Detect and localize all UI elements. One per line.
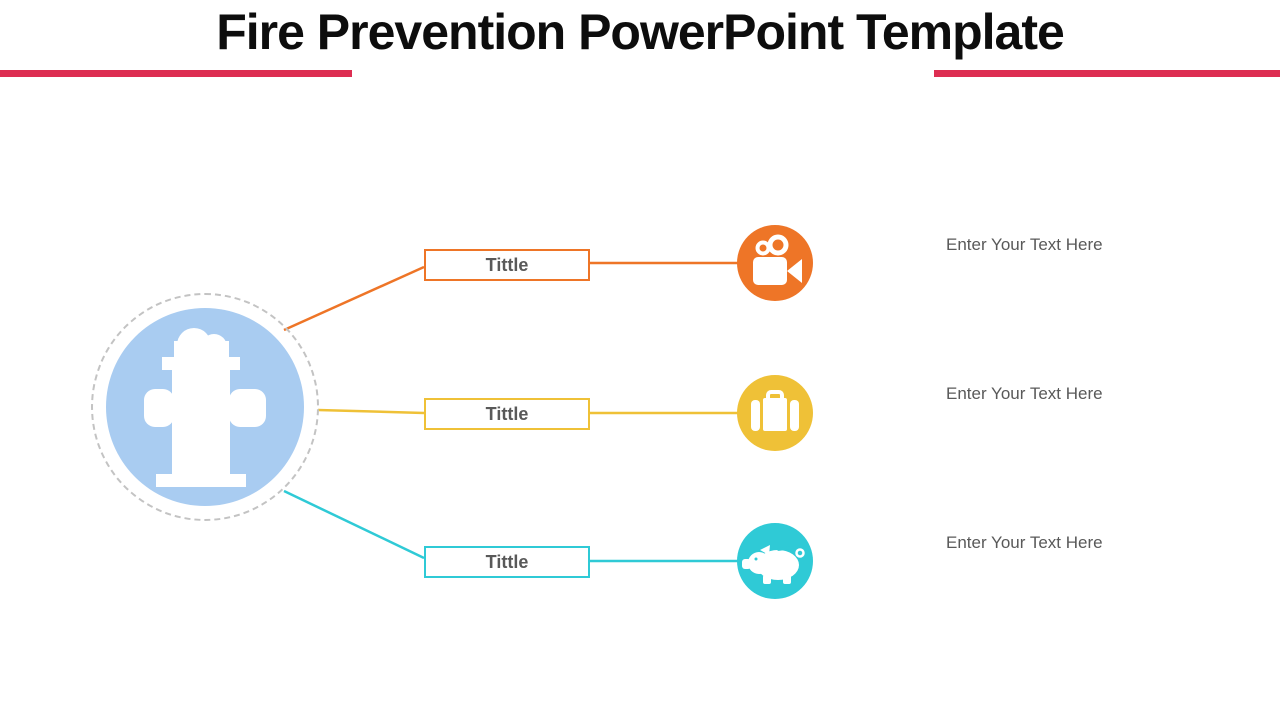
text-placeholder-1[interactable]: Enter Your Text Here [946, 235, 1103, 254]
node-circle-1 [737, 225, 813, 301]
video-camera-icon [753, 234, 802, 285]
piggy-bank-icon [742, 545, 805, 584]
node-circle-3 [737, 523, 813, 599]
title-underline-right [934, 70, 1280, 77]
text-placeholder-2[interactable]: Enter Your Text Here [946, 384, 1103, 403]
slide-title: Fire Prevention PowerPoint Template [216, 4, 1065, 60]
connector-hub-to-box-3 [283, 489, 425, 560]
node-circle-2 [737, 375, 813, 451]
title-box-3[interactable]: Tittle [424, 546, 590, 578]
fire-hydrant-icon [144, 328, 266, 487]
title-box-2-label: Tittle [485, 403, 529, 424]
title-underline-left [0, 70, 352, 77]
text-placeholder-3[interactable]: Enter Your Text Here [946, 533, 1103, 552]
connector-hub-to-box-2 [317, 408, 425, 415]
hub-dashed-ring [91, 293, 319, 521]
title-box-1-label: Tittle [485, 254, 529, 275]
title-box-2[interactable]: Tittle [424, 398, 590, 430]
title-box-3-label: Tittle [485, 551, 529, 572]
title-box-1[interactable]: Tittle [424, 249, 590, 281]
connector-hub-to-box-1 [283, 265, 425, 332]
briefcase-icon [751, 390, 799, 431]
